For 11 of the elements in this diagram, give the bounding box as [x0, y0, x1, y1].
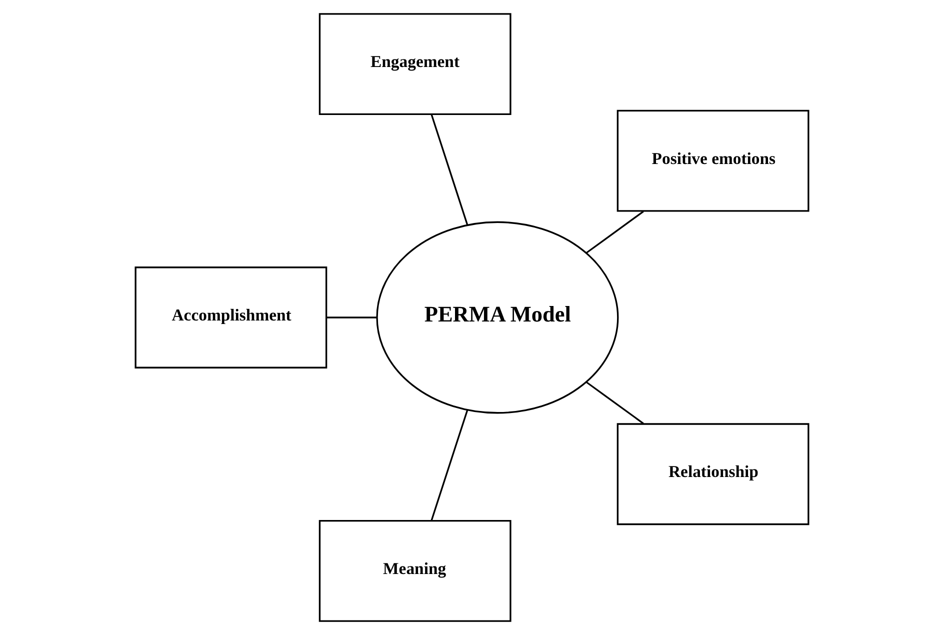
connector: [326, 316, 377, 318]
connector: [430, 410, 468, 521]
node-box: Meaning: [318, 520, 512, 622]
node-box: Positive emotions: [616, 110, 810, 212]
node-box: Accomplishment: [134, 266, 328, 368]
node-box: Relationship: [616, 423, 810, 526]
connector: [430, 114, 468, 226]
connector: [586, 210, 644, 254]
node-ellipse: PERMA Model: [376, 221, 619, 414]
node-box: Engagement: [318, 13, 512, 115]
connector: [586, 381, 644, 424]
